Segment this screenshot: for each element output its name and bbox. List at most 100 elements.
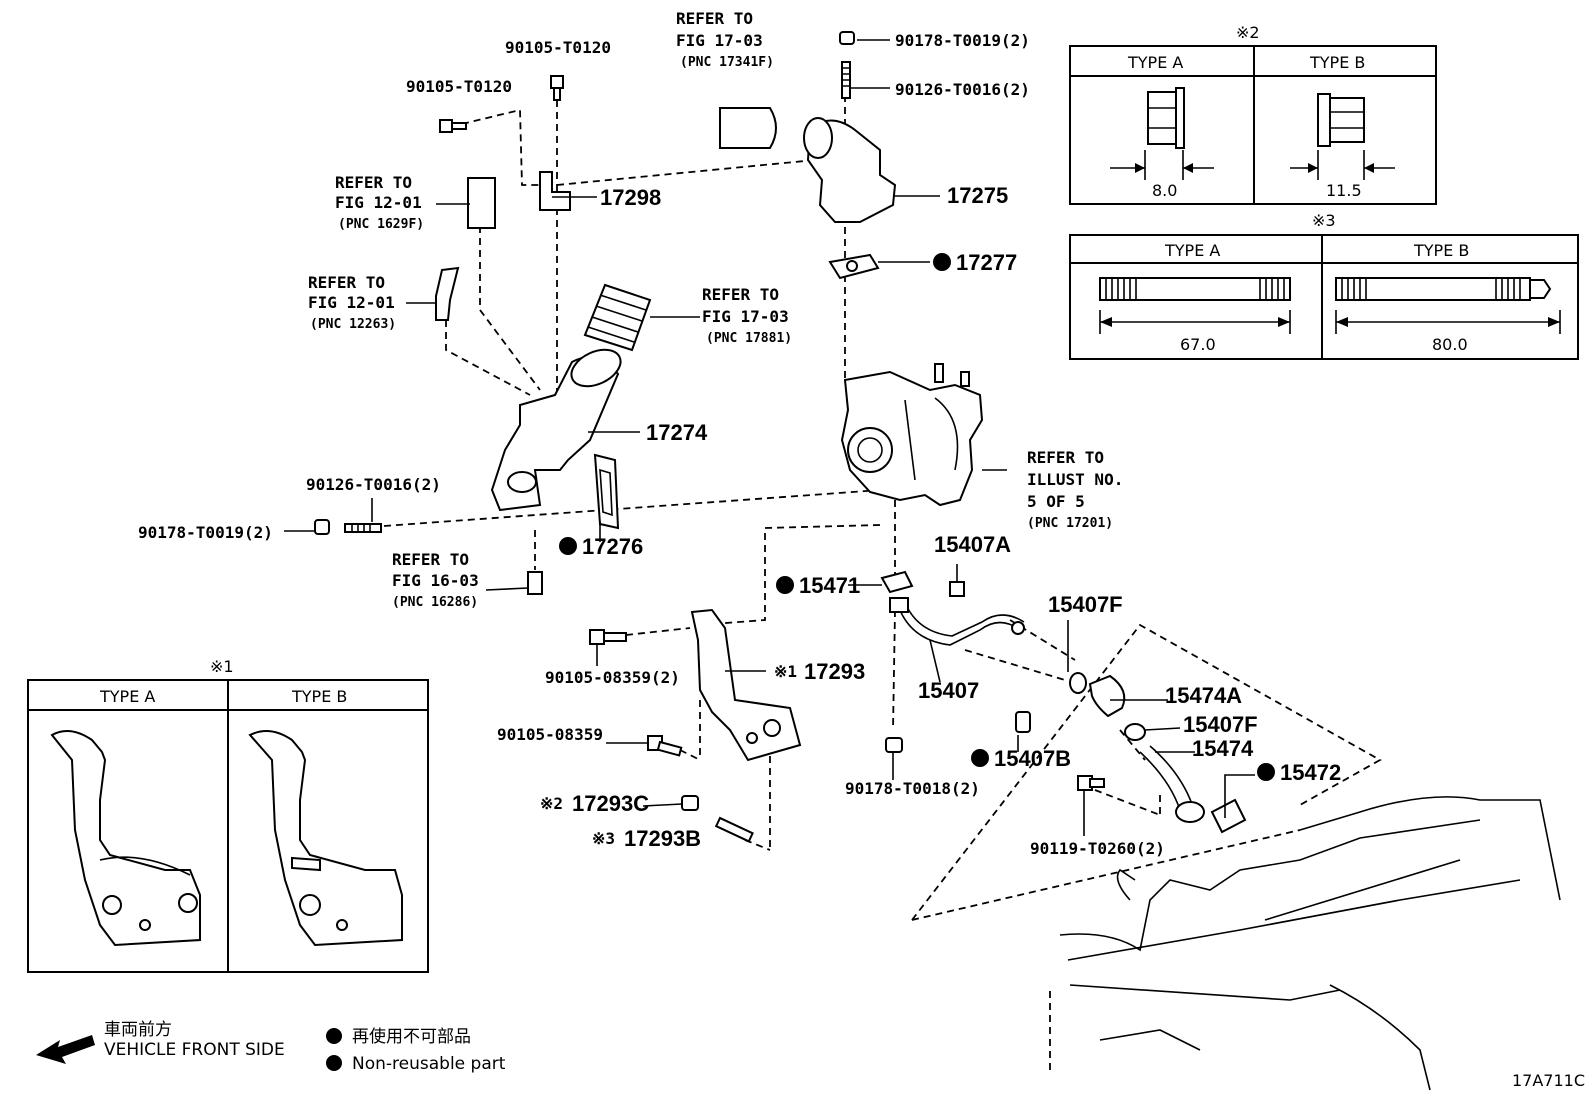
part-label-15474a: 15474A: [1165, 683, 1242, 708]
bolt-90105-08359-b: [647, 735, 683, 757]
ref-illust: REFER TO ILLUST NO. 5 OF 5 (PNC 17201): [1027, 448, 1123, 531]
gasket-15472: [1210, 798, 1247, 834]
ref-line: REFER TO: [676, 9, 753, 28]
flange-nut-a-icon: [1147, 87, 1185, 149]
bolt-15407a: [949, 581, 965, 597]
non-reusable-dot: [1257, 763, 1275, 781]
stud-90126-top: [841, 61, 851, 99]
parts-artwork: [314, 31, 1561, 1091]
front-label-en: VEHICLE FRONT SIDE: [104, 1040, 285, 1060]
inset-type-b: TYPE B: [1413, 241, 1469, 260]
part-label-90105-t0120: 90105-T0120: [505, 38, 611, 57]
plug-15407b: [1015, 711, 1031, 733]
bracket-type-b-icon: [248, 730, 403, 947]
inset-type-a: TYPE A: [1164, 241, 1220, 260]
stud-b-icon: [1335, 277, 1552, 301]
elbow-17275: [803, 117, 897, 223]
non-reusable-dot-icon: [326, 1055, 342, 1071]
non-reusable-dot-icon: [326, 1028, 342, 1044]
ref-line: ILLUST NO.: [1027, 470, 1123, 489]
part-label-15407f: 15407F: [1183, 712, 1258, 737]
bolt-90105-top: [550, 75, 564, 101]
front-arrow-icon: [36, 1035, 95, 1064]
bracket-17298: [539, 171, 571, 211]
inset-type-b: TYPE B: [291, 687, 347, 706]
stud-90126-left: [344, 523, 382, 533]
part-label-mark: ※1: [774, 662, 797, 681]
pipe-15474: [1139, 745, 1205, 823]
nut-90178-t0018: [885, 737, 903, 753]
bolt-90105-08359-a: [589, 629, 627, 645]
ref-fig1201-b: REFER TO FIG 12-01 (PNC 12263): [308, 273, 396, 332]
ref-pnc: (PNC 17881): [706, 331, 792, 346]
part-label-15407f: 15407F: [1048, 592, 1123, 617]
ref-line: REFER TO: [392, 550, 469, 569]
dim-11-5: 11.5: [1326, 181, 1362, 200]
ref-fig1201-a: REFER TO FIG 12-01 (PNC 1629F): [335, 173, 424, 232]
assembly-dashed-lines: [383, 95, 1382, 1070]
part-label-17274: 17274: [646, 420, 708, 445]
part-label-15471: 15471: [799, 573, 860, 598]
nonreuse-label-jp: 再使用不可部品: [352, 1026, 471, 1047]
ref-fig1603: REFER TO FIG 16-03 (PNC 16286): [392, 550, 479, 610]
pipe-16286: [527, 571, 543, 595]
hose-15474a: [1088, 674, 1126, 718]
gasket-17277: [828, 253, 880, 280]
ref-line: FIG 17-03: [676, 31, 763, 50]
ref-line: 5 OF 5: [1027, 492, 1085, 511]
bolt-90105-left: [439, 119, 467, 133]
ref-pnc: (PNC 16286): [392, 595, 478, 610]
hose-17341f: [719, 107, 777, 149]
elbow-17274: [490, 348, 622, 512]
non-reusable-dot: [933, 253, 951, 271]
nut-90178-top: [839, 31, 855, 45]
part-label-17293: 17293: [804, 659, 865, 684]
nut-17293c: [681, 795, 699, 811]
inset-box-nut-types: ※2 TYPE A TYPE B 8.0 11.5: [1069, 23, 1437, 205]
nut-90178-left: [314, 519, 330, 535]
part-label-15474: 15474: [1192, 736, 1254, 761]
ref-line: FIG 12-01: [308, 293, 395, 312]
part-label-90119-t0260: 90119-T0260(2): [1030, 839, 1165, 858]
inset-type-a: TYPE A: [99, 687, 155, 706]
part-label-15407b: 15407B: [994, 746, 1071, 771]
gasket-15407f-top: [1069, 672, 1087, 694]
front-label-jp: 車両前方: [104, 1020, 172, 1040]
ref-line: FIG 12-01: [335, 193, 422, 212]
gasket-15407f: [1124, 723, 1146, 741]
part-label-90126-t0016: 90126-T0016(2): [895, 80, 1030, 99]
part-label-90178-t0019: 90178-T0019(2): [138, 523, 273, 542]
legend: 車両前方 VEHICLE FRONT SIDE 再使用不可部品 Non-reus…: [36, 1020, 506, 1074]
part-label-90105-t0120: 90105-T0120: [406, 77, 512, 96]
inset-type-b: TYPE B: [1309, 53, 1365, 72]
non-reusable-dot: [971, 749, 989, 767]
flange-nut-b-icon: [1317, 93, 1365, 147]
turbocharger-17201: [840, 363, 984, 507]
ref-line: REFER TO: [1027, 448, 1104, 467]
ref-fig1703-a: REFER TO FIG 17-03 (PNC 17341F): [676, 9, 774, 70]
stud-17293b: [714, 816, 754, 843]
figure-id: 17A711C: [1512, 1071, 1585, 1090]
ref-pnc: (PNC 1629F): [338, 217, 424, 232]
part-label-17298: 17298: [600, 185, 661, 210]
stud-a-icon: [1099, 277, 1291, 301]
hose-12263: [435, 266, 460, 321]
ref-line: FIG 16-03: [392, 571, 479, 590]
gasket-17276: [593, 453, 620, 530]
ref-line: REFER TO: [308, 273, 385, 292]
ref-pnc: (PNC 17201): [1027, 516, 1113, 531]
part-label-17293b: 17293B: [624, 826, 701, 851]
inset-mark: ※1: [210, 657, 234, 676]
inset-mark: ※3: [1312, 211, 1336, 230]
bracket-17293: [690, 608, 802, 762]
bracket-type-a-icon: [50, 730, 201, 947]
dim-67-0: 67.0: [1180, 335, 1216, 354]
inset-mark: ※2: [1236, 23, 1260, 42]
ref-line: REFER TO: [702, 285, 779, 304]
part-label-17275: 17275: [947, 183, 1008, 208]
part-label-15407: 15407: [918, 678, 979, 703]
part-label-17277: 17277: [956, 250, 1017, 275]
oil-pipe-15407: [889, 597, 1025, 646]
part-label-90105-08359: 90105-08359: [497, 725, 603, 744]
dim-8-0: 8.0: [1152, 181, 1177, 200]
